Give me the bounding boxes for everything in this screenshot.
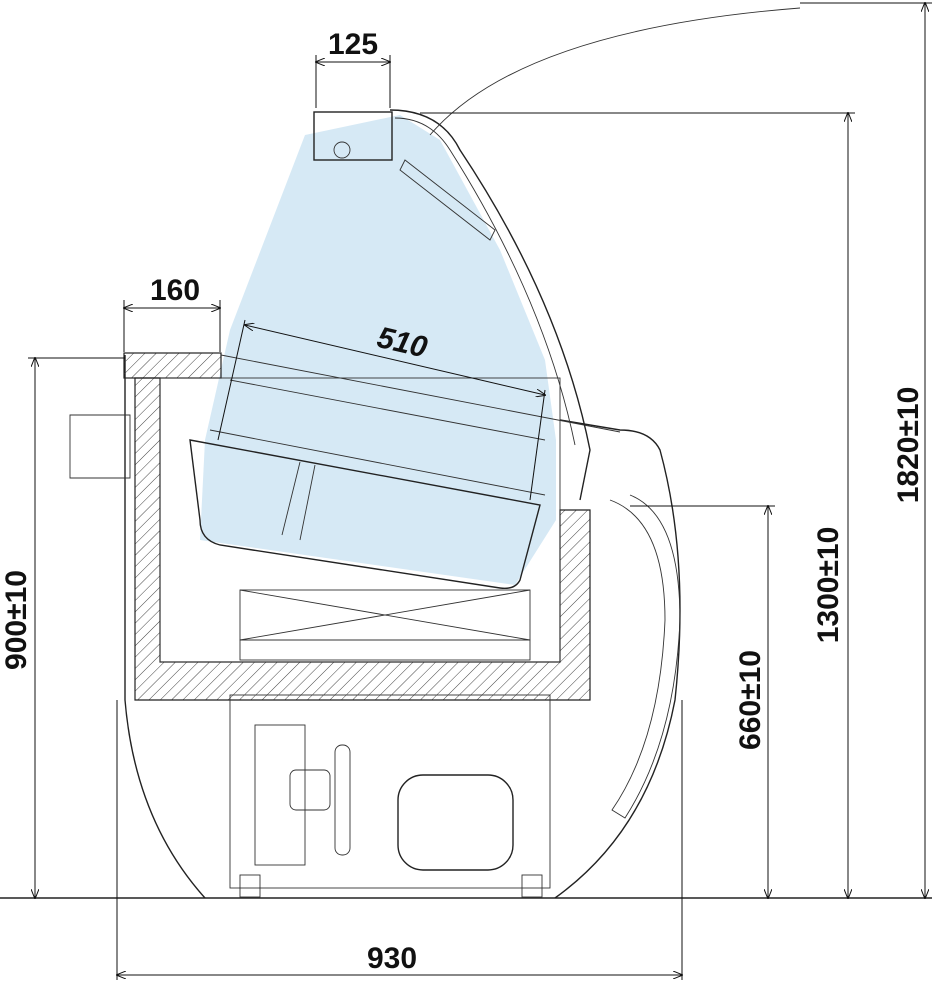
drip-tray [239,639,531,661]
front-glass-inner [394,117,576,446]
dim-lamp-width: 125 [328,28,378,61]
receiver [334,744,351,856]
dimension-lines [28,3,932,980]
front-panel [609,494,681,819]
glass-hinge [399,159,496,241]
dim-glass-height: 1300±10 [812,527,845,644]
dim-open-height: 1820±10 [892,387,925,504]
evaporator-cross [239,589,531,641]
front-glass [389,109,591,501]
condenser [254,724,306,866]
lamp-housing [313,111,393,161]
top-shelf [123,352,222,379]
lamp-icon [333,141,351,159]
dim-total-depth: 930 [367,942,417,975]
dim-counter-height: 900±10 [0,570,33,670]
pan-divider [281,461,316,541]
dim-top-shelf-width: 160 [150,274,200,307]
foot [239,874,261,898]
side-box [69,414,131,479]
fan-motor [289,769,331,811]
compressor [397,774,514,871]
machine-compartment [229,694,551,889]
food-pan [189,439,541,590]
foot [521,874,543,898]
open-glass [429,7,801,136]
dim-rear-height: 660±10 [734,650,767,750]
